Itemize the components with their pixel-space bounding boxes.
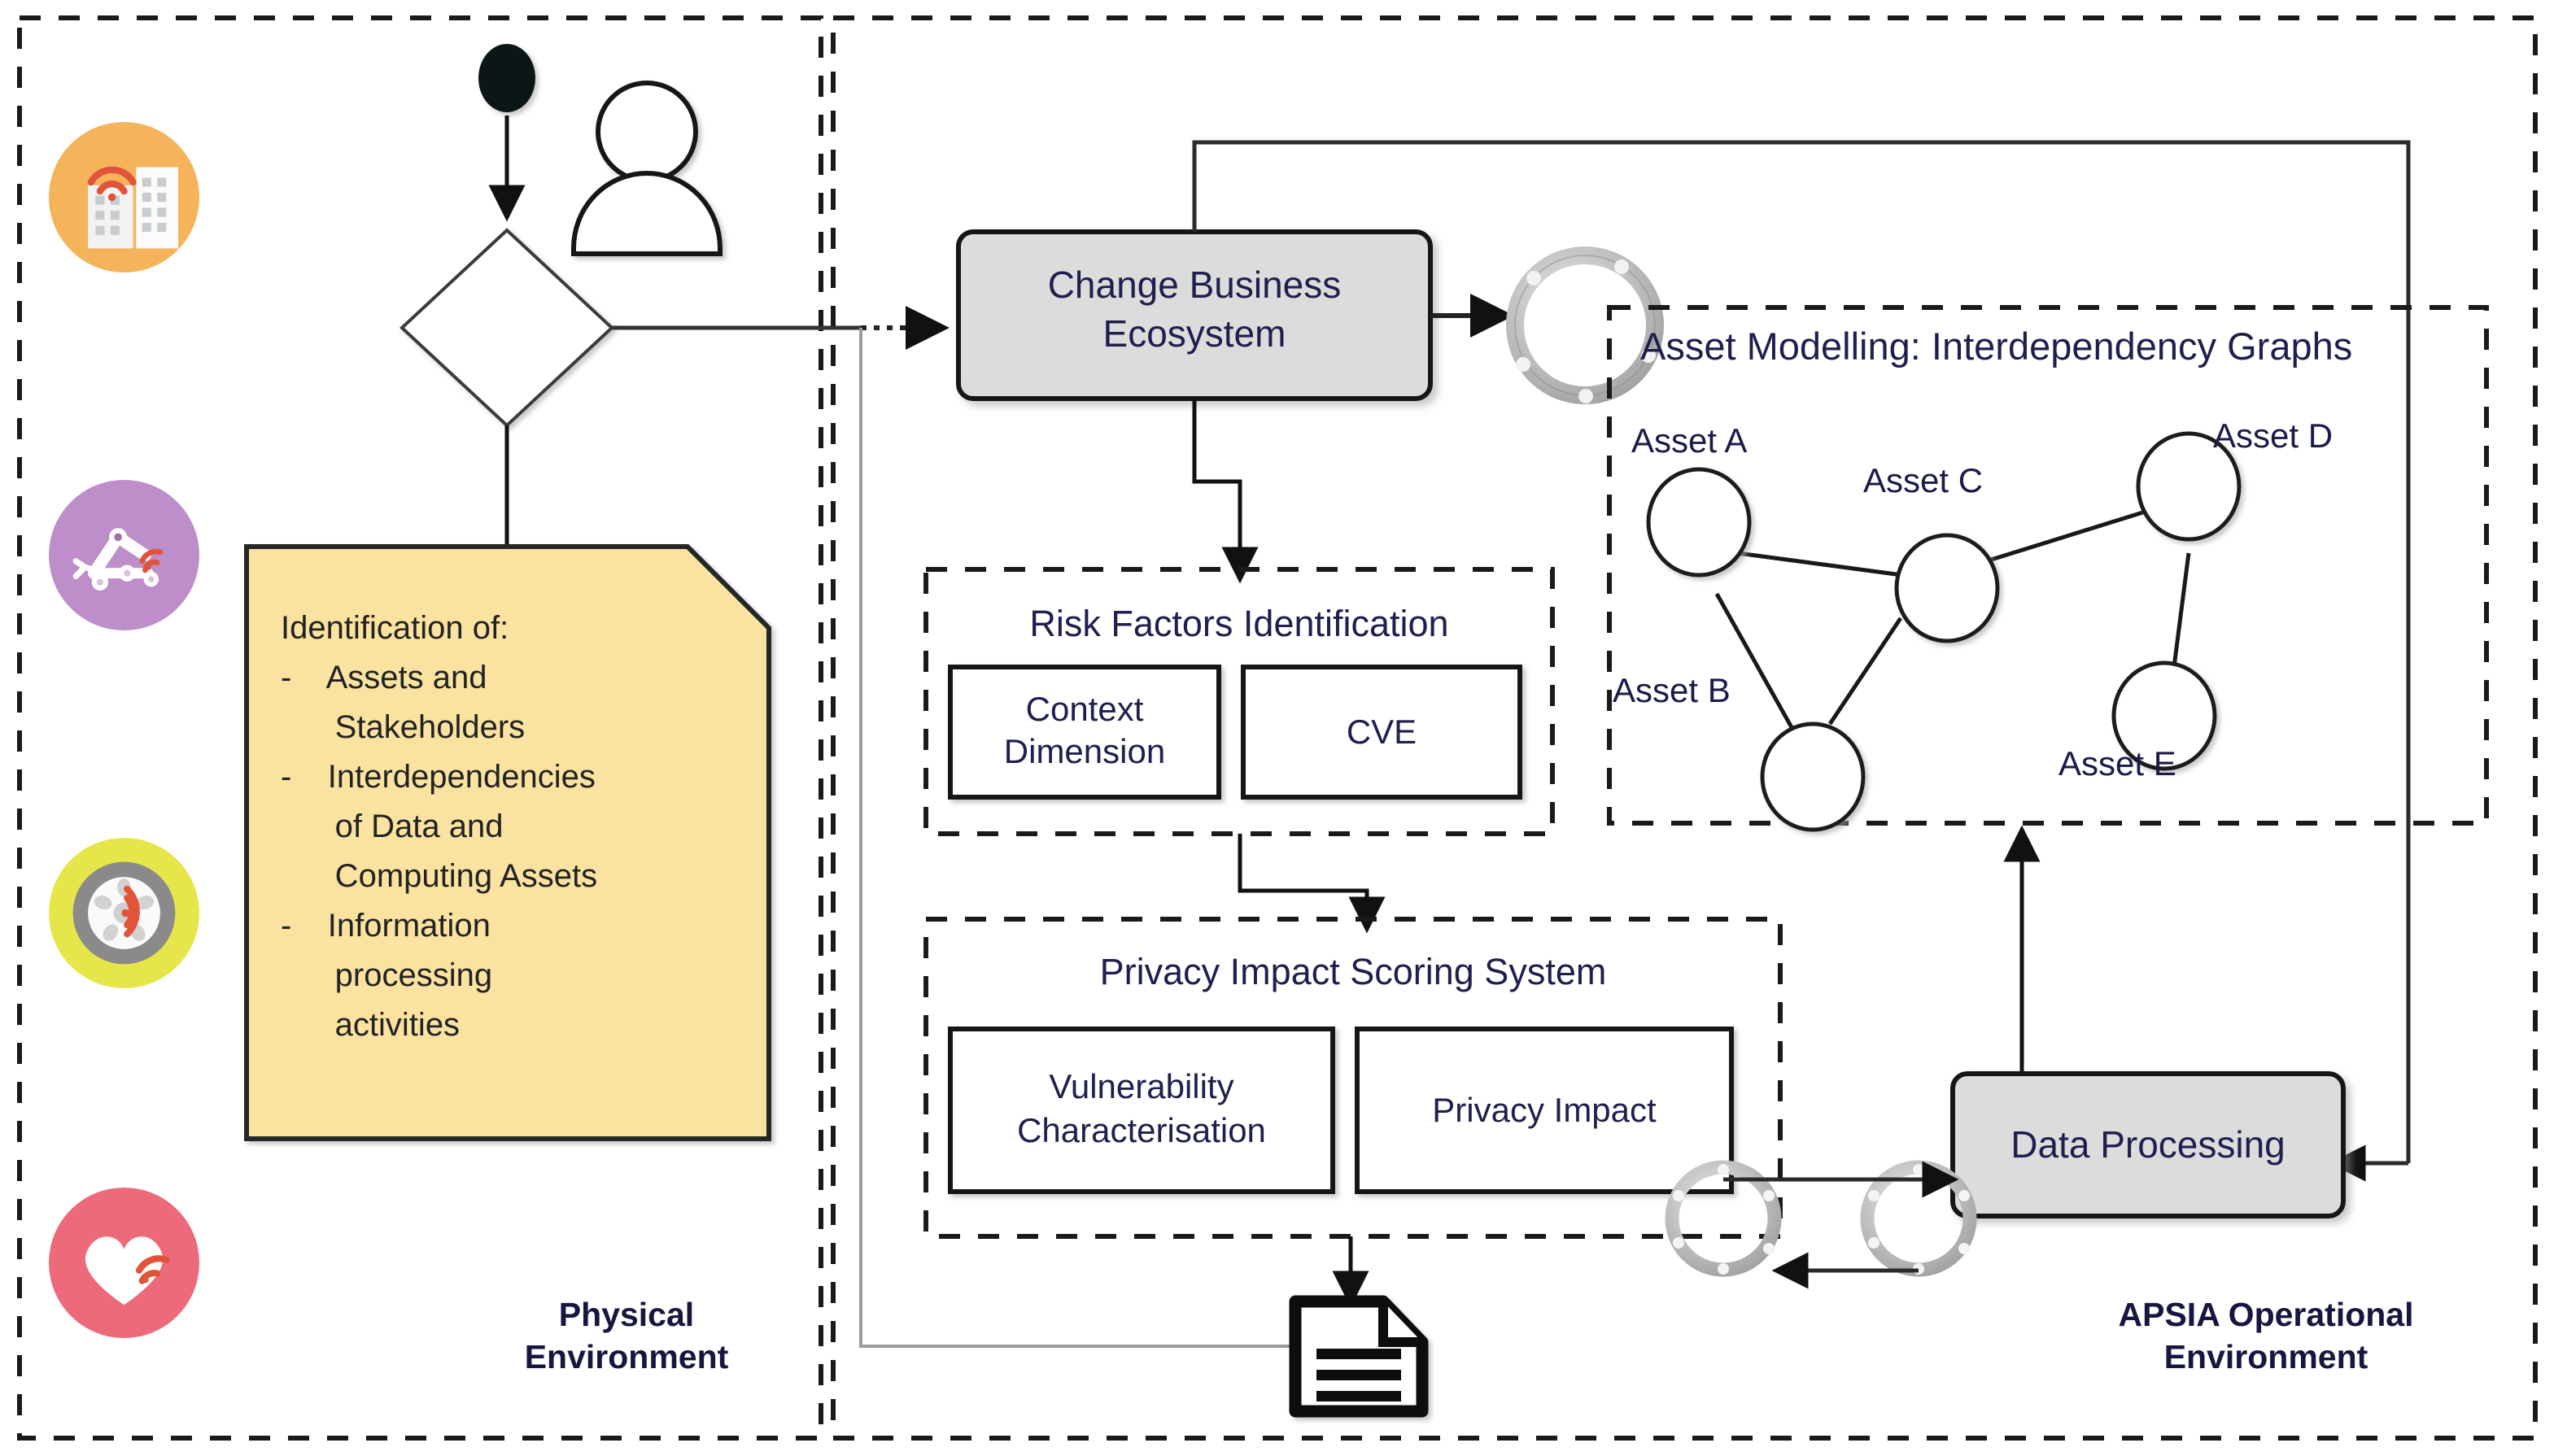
note-bullet-1-line1: - Assets and <box>281 660 487 695</box>
asset-node-d <box>2136 431 2242 542</box>
asset-modelling-panel <box>1607 305 2489 826</box>
start-event-node <box>478 44 535 112</box>
privacy-impact-box[interactable] <box>1355 1027 1734 1194</box>
asset-d-label: Asset D <box>2213 416 2334 455</box>
apsia-environment-label-line2: Environment <box>2163 1338 2368 1376</box>
apsia-environment-label-line1: APSIA Operational <box>2118 1296 2414 1333</box>
health-heart-glyph <box>85 1236 170 1306</box>
health-heart-icon <box>49 1188 199 1338</box>
asset-node-b <box>1760 721 1866 832</box>
gear-icon <box>1506 246 1664 404</box>
document-feedback-path <box>859 328 1295 1348</box>
note-bullet-3-line3: activities <box>281 1007 461 1043</box>
physical-environment-label-line1: Physical <box>558 1296 695 1333</box>
asset-graph-edges <box>1714 508 2191 738</box>
note-bullet-1-line2: Stakeholders <box>281 709 526 745</box>
asset-node-e <box>2111 660 2217 771</box>
smart-building-icon <box>49 122 199 272</box>
asset-node-a <box>1646 467 1752 578</box>
context-dimension-box[interactable] <box>948 665 1221 800</box>
note-heading: Identification of: <box>281 610 509 646</box>
physical-environment-label: Physical Environment <box>456 1293 797 1379</box>
stakeholder-actor-icon <box>571 81 723 256</box>
note-bullet-2-line2: of Data and <box>281 809 504 844</box>
change-to-risk-arrow <box>1192 399 1259 584</box>
note-bullet-3-line1: - Information <box>281 908 491 944</box>
dataprocessing-to-assetmodel-arrow <box>2003 825 2071 1080</box>
asset-a-label: Asset A <box>1631 421 1748 460</box>
robotic-arm-glyph <box>72 528 164 591</box>
robotic-arm-icon <box>49 480 199 630</box>
identification-note <box>244 544 771 1141</box>
note-bullet-2-line1: - Interdependencies <box>281 759 596 795</box>
decision-diamond <box>399 228 614 428</box>
risk-factors-panel <box>923 567 1555 836</box>
apsia-environment-label: APSIA Operational Environment <box>2018 1293 2514 1379</box>
asset-c-label: Asset C <box>1863 461 1984 499</box>
asset-e-label: Asset E <box>2058 744 2176 782</box>
smart-wheel-glyph <box>72 861 176 965</box>
note-bullet-2-line3: Computing Assets <box>281 858 598 894</box>
physical-environment-label-line2: Environment <box>524 1338 729 1376</box>
change-business-ecosystem-box[interactable] <box>956 229 1433 401</box>
report-document-icon <box>1289 1295 1429 1418</box>
smart-wheel-icon <box>49 838 199 988</box>
asset-b-label: Asset B <box>1613 671 1731 709</box>
note-bullet-3-line2: processing <box>281 957 493 993</box>
asset-modelling-panel-title: Asset Modelling: Interdependency Graphs <box>1640 325 2353 368</box>
vulnerability-characterisation-box[interactable] <box>948 1027 1335 1194</box>
feedback-top-path <box>1192 140 2411 1163</box>
cve-box[interactable] <box>1241 665 1522 800</box>
physical-environment-boundary <box>17 15 823 1441</box>
data-processing-box[interactable] <box>1950 1071 2346 1218</box>
risk-to-privacy-arrow <box>1238 834 1386 934</box>
asset-node-c <box>1894 533 2000 643</box>
smart-building-glyph <box>87 166 179 249</box>
